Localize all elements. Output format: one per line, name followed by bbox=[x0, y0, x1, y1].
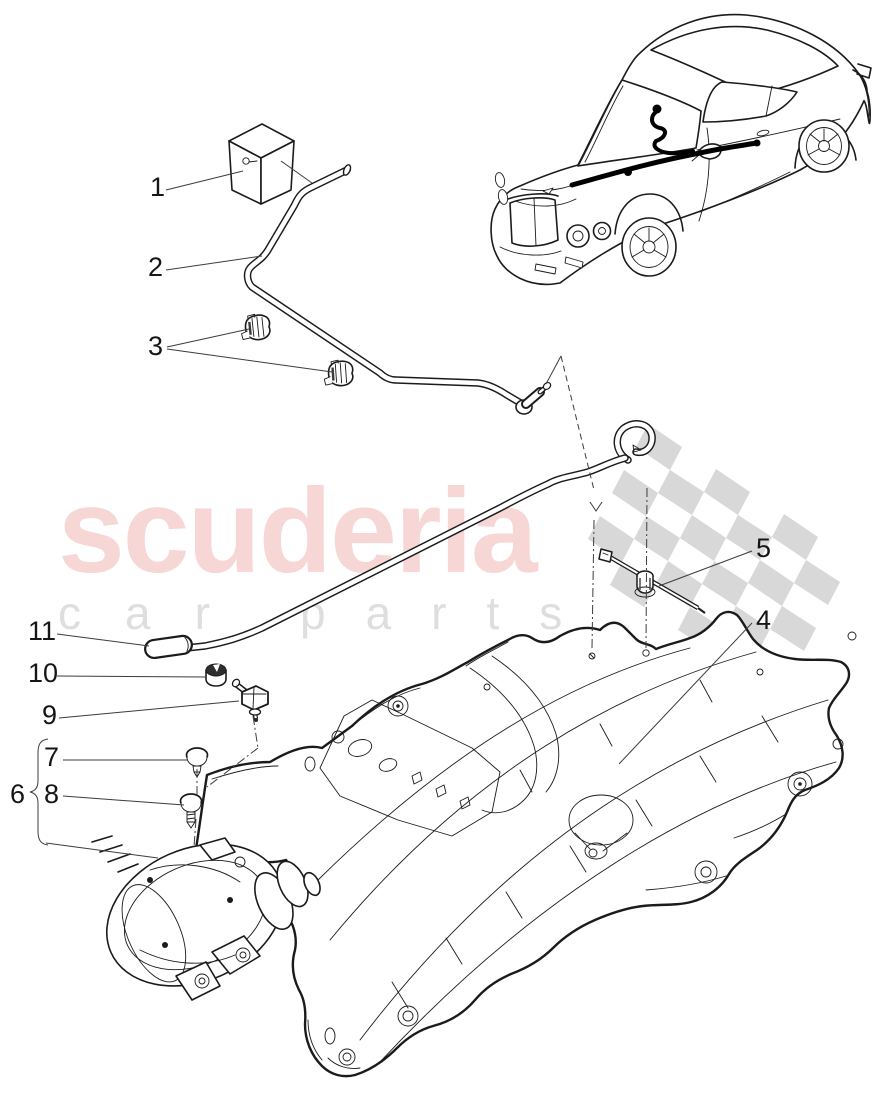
highlighted-part-location bbox=[569, 104, 761, 188]
projection-lines bbox=[193, 355, 650, 848]
clip-part-3b bbox=[321, 357, 355, 388]
callout-4: 4 bbox=[756, 605, 771, 635]
cable-tie-part-5 bbox=[598, 548, 706, 614]
pipe-nozzle bbox=[515, 381, 552, 415]
callout-5: 5 bbox=[756, 533, 771, 563]
callout-10: 10 bbox=[28, 658, 58, 688]
callout-9: 9 bbox=[42, 700, 57, 730]
car-illustration bbox=[490, 13, 872, 286]
clip-part-3a bbox=[238, 311, 273, 343]
callout-11: 11 bbox=[28, 616, 56, 646]
callout-1: 1 bbox=[150, 172, 165, 202]
grommet-part-10 bbox=[205, 663, 227, 687]
bracket-part-1 bbox=[228, 123, 295, 205]
callout-2: 2 bbox=[148, 252, 163, 282]
callout-3: 3 bbox=[148, 331, 163, 361]
callout-7: 7 bbox=[44, 742, 59, 772]
sleeve-part-11 bbox=[144, 634, 193, 660]
transmission-drawing bbox=[91, 835, 321, 1001]
callout-labels: 1 2 3 4 5 6 7 8 9 10 11 bbox=[10, 172, 771, 809]
callout-8: 8 bbox=[44, 779, 59, 809]
group-brace-6 bbox=[29, 738, 49, 846]
screw-part-8 bbox=[179, 793, 203, 829]
watermark-title: scuderia bbox=[58, 464, 539, 598]
connector-part-9 bbox=[231, 678, 269, 722]
watermark-subtitle-parts: parts bbox=[300, 587, 602, 639]
watermark: scuderia car parts bbox=[58, 464, 602, 639]
lower-pipe-drawing bbox=[144, 420, 656, 660]
watermark-subtitle-car: car bbox=[58, 587, 254, 639]
screw-part-7 bbox=[185, 747, 209, 778]
heat-shield-drawing bbox=[194, 610, 857, 1078]
callout-6: 6 bbox=[10, 779, 25, 809]
leader-lines bbox=[29, 160, 753, 859]
upper-pipe-drawing bbox=[243, 164, 552, 415]
